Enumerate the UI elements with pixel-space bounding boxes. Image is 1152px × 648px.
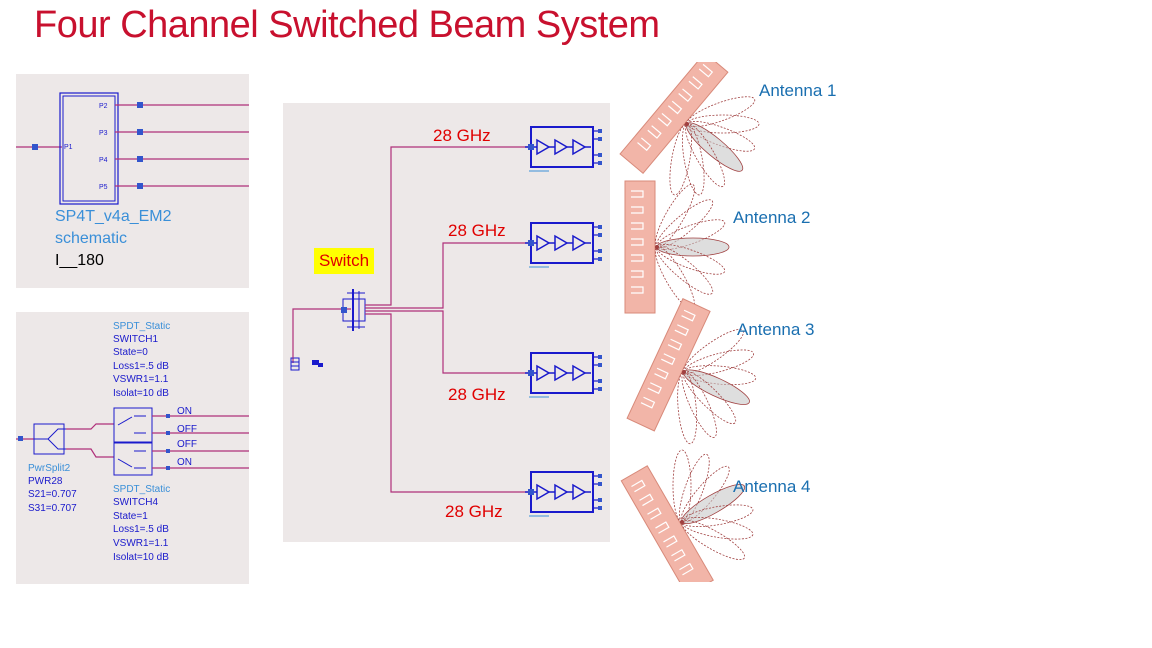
svg-text:OFF: OFF [177,439,197,450]
amp-chain-1 [525,126,602,172]
switch-label: Switch [314,248,375,274]
svg-text:S21=0.707: S21=0.707 [28,489,77,500]
antenna-2-label: Antenna 2 [733,208,811,227]
antenna-4-label: Antenna 4 [733,477,811,496]
switch4-label: SPDT_Static SWITCH4 State=1 Loss1=.5 dB … [113,484,170,563]
svg-text:P4: P4 [99,157,108,164]
svg-text:OFF: OFF [177,424,197,435]
antenna-3-label: Antenna 3 [737,320,815,339]
sp4t-port-p2: P2 [99,102,249,110]
amp-chain-4 [525,471,602,517]
sp4t-switch-icon [341,289,366,331]
svg-text:PWR28: PWR28 [28,476,63,487]
svg-text:P3: P3 [99,130,108,137]
antenna-2 [624,180,730,314]
antenna-1-label: Antenna 1 [759,81,837,100]
antenna-array [619,62,760,582]
channel-4-freq: 28 GHz [445,502,503,521]
svg-text:SWITCH4: SWITCH4 [113,497,158,508]
sp4t-view: schematic [55,230,128,247]
svg-text:Loss1=.5 dB: Loss1=.5 dB [113,361,169,372]
sp4t-instance: I__180 [55,252,104,269]
svg-text:SPDT_Static: SPDT_Static [113,484,170,495]
sp4t-port-p4: P4 [99,156,249,164]
sp4t-name: SP4T_v4a_EM2 [55,208,172,225]
svg-text:VSWR1=1.1: VSWR1=1.1 [113,538,169,549]
svg-text:VSWR1=1.1: VSWR1=1.1 [113,374,169,385]
switch1-label: SPDT_Static SWITCH1 State=0 Loss1=.5 dB … [113,321,170,399]
sp4t-port-p1: P1 [64,144,73,151]
amp-chain-2 [525,222,602,268]
svg-text:Isolat=10 dB: Isolat=10 dB [113,552,169,563]
svg-text:P2: P2 [99,103,108,110]
spdt-outputs: ON OFF OFF ON [177,406,197,468]
sp4t-panel: P1 P2 P3 P4 P5 SP4T_v4a_EM2 schematic I_… [16,74,249,288]
antenna-1 [619,62,760,196]
channel-1-freq: 28 GHz [433,126,491,145]
amp-chain-3 [525,352,602,398]
svg-text:State=1: State=1 [113,511,148,522]
antenna-3 [626,297,757,445]
system-schematic [290,126,602,517]
channel-3-freq: 28 GHz [448,385,506,404]
spdt-schematic: SPDT_Static SWITCH1 State=0 Loss1=.5 dB … [16,321,249,563]
svg-text:PwrSplit2: PwrSplit2 [28,463,71,474]
svg-text:Isolat=10 dB: Isolat=10 dB [113,388,169,399]
antenna-4 [620,449,754,582]
sp4t-port-p5: P5 [99,183,249,191]
svg-text:P5: P5 [99,184,108,191]
svg-text:ON: ON [177,457,192,468]
svg-text:State=0: State=0 [113,347,148,358]
page-title: Four Channel Switched Beam System [34,4,660,46]
input-source-icon [290,353,323,371]
sp4t-port-p3: P3 [99,129,249,137]
splitter-label: PwrSplit2 PWR28 S21=0.707 S31=0.707 [28,463,77,514]
svg-text:SWITCH1: SWITCH1 [113,334,158,345]
svg-text:S31=0.707: S31=0.707 [28,503,77,514]
spdt-panel: SPDT_Static SWITCH1 State=0 Loss1=.5 dB … [16,312,249,584]
svg-text:SPDT_Static: SPDT_Static [113,321,170,332]
channel-2-freq: 28 GHz [448,221,506,240]
svg-text:ON: ON [177,406,192,417]
system-panel: Switch 28 GHz 28 GHz 28 GHz 28 GHz [283,103,610,542]
svg-text:Loss1=.5 dB: Loss1=.5 dB [113,524,169,535]
sp4t-schematic: P1 P2 P3 P4 P5 [16,92,249,205]
